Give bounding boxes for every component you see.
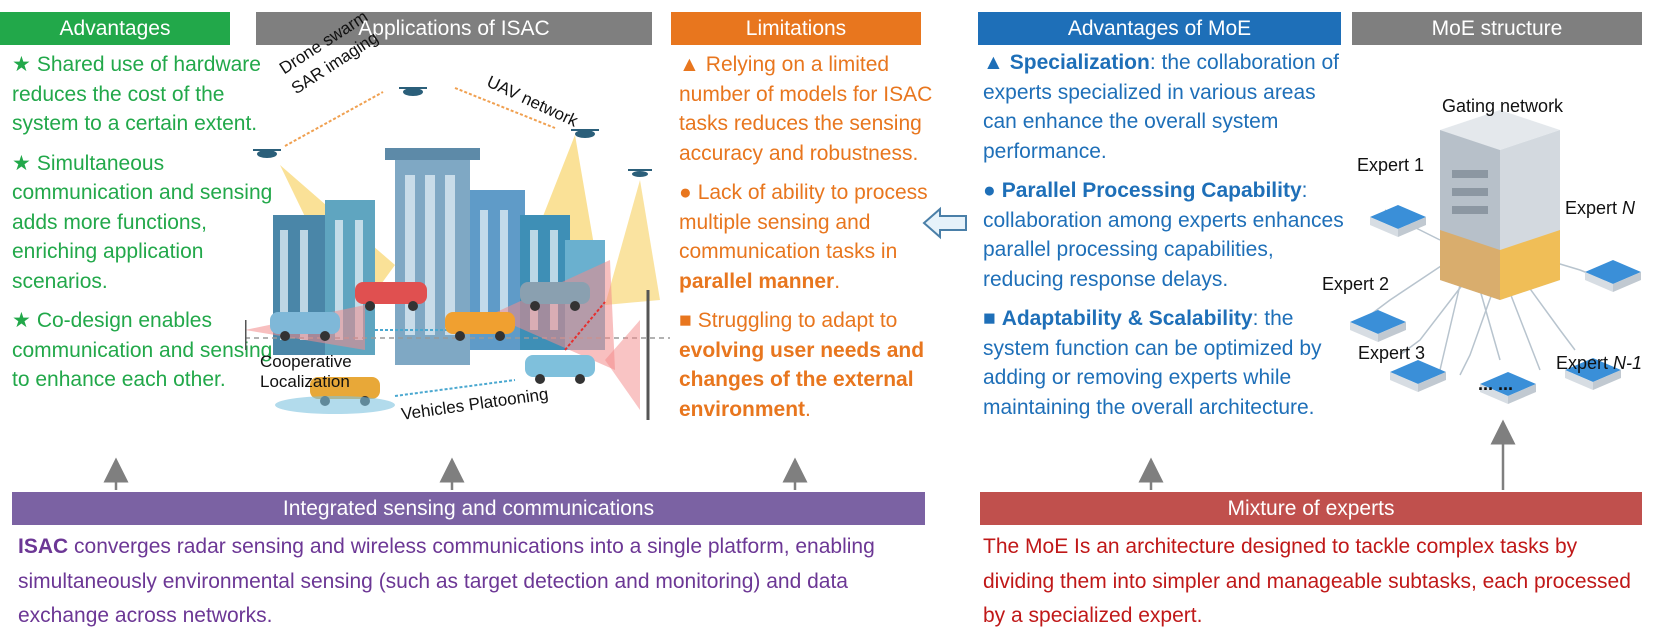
moe-description: The MoE Is an architecture designed to t… [983, 530, 1653, 634]
limitation-item: ●Lack of ability to process multiple sen… [679, 178, 951, 296]
localization-label: Localization [260, 372, 350, 391]
limitation-item: ■Struggling to adapt to evolving user ne… [679, 306, 951, 424]
moe-structure-header: MoE structure [1352, 12, 1642, 45]
limitation-emphasis: parallel manner [679, 269, 835, 293]
limitation-text: Struggling to adapt to [697, 309, 898, 332]
applications-header: Applications of ISAC [256, 12, 652, 45]
isac-description: ISAC converges radar sensing and wireles… [18, 530, 918, 634]
expert-n-1-index: N-1 [1613, 353, 1643, 373]
moe-advantage-item: ▲Specialization: the collaboration of ex… [983, 48, 1355, 166]
moe-advantage-text: : collaboration among experts enhances p… [983, 179, 1344, 291]
isac-applications-illustration [245, 87, 670, 420]
circle-icon: ● [679, 181, 692, 204]
limitations-header: Limitations [671, 12, 921, 45]
isac-header: Integrated sensing and communications [12, 492, 925, 525]
advantage-text: Shared use of hardware reduces the cost … [12, 53, 261, 135]
advantages-header: Advantages [0, 12, 230, 45]
left-arrow-icon [922, 206, 967, 240]
advantages-list: ★Shared use of hardware reduces the cost… [12, 50, 274, 405]
limitations-list: ▲Relying on a limited number of models f… [679, 50, 951, 434]
moe-structure-illustration [1350, 110, 1641, 404]
moe-advantage-title: Specialization [1009, 51, 1150, 74]
limitation-text: Lack of ability to process multiple sens… [679, 181, 928, 263]
moe-advantage-title: Adaptability & Scalability [1001, 307, 1253, 330]
circle-icon: ● [983, 179, 996, 202]
star-icon: ★ [12, 151, 31, 175]
moe-advantages-header: Advantages of MoE [978, 12, 1341, 45]
expert-n-index: N [1622, 198, 1636, 218]
moe-advantage-item: ●Parallel Processing Capability: collabo… [983, 176, 1355, 294]
square-icon: ■ [679, 309, 692, 332]
experts-ellipsis: ... ... [1478, 374, 1514, 394]
advantage-item: ★Shared use of hardware reduces the cost… [12, 50, 274, 139]
advantage-item: ★Simultaneous communication and sensing … [12, 149, 274, 297]
star-icon: ★ [12, 309, 31, 332]
expert-1-label: Expert 1 [1357, 155, 1425, 175]
gating-network-label: Gating network [1442, 96, 1564, 116]
advantage-item: ★Co-design enables communication and sen… [12, 306, 274, 395]
isac-body: converges radar sensing and wireless com… [18, 535, 875, 627]
moe-body: The MoE Is an architecture designed to t… [983, 535, 1631, 627]
moe-header: Mixture of experts [980, 492, 1642, 525]
square-icon: ■ [983, 307, 996, 330]
advantage-text: Simultaneous communication and sensing a… [12, 151, 273, 293]
expert-n-prefix: Expert [1565, 198, 1623, 218]
star-icon: ★ [12, 53, 31, 76]
limitation-item: ▲Relying on a limited number of models f… [679, 50, 951, 168]
moe-advantage-item: ■Adaptability & Scalability: the system … [983, 304, 1355, 422]
limitation-tail: . [834, 269, 841, 293]
triangle-icon: ▲ [679, 53, 700, 76]
isac-lead: ISAC [18, 535, 69, 558]
limitation-emphasis: evolving user needs and changes of the e… [679, 338, 925, 421]
expert-n-1-label: Expert N-1 [1556, 353, 1642, 374]
expert-3-label: Expert 3 [1358, 343, 1426, 363]
cooperative-label: Cooperative [260, 352, 352, 371]
expert-2-label: Expert 2 [1322, 274, 1390, 294]
limitation-text: Relying on a limited number of models fo… [679, 53, 933, 165]
moe-advantages-list: ▲Specialization: the collaboration of ex… [983, 48, 1355, 432]
advantage-text: Co-design enables communication and sens… [12, 309, 273, 391]
moe-advantage-title: Parallel Processing Capability [1001, 179, 1302, 202]
expert-n-1-prefix: Expert [1556, 353, 1614, 373]
limitation-tail: . [805, 397, 811, 421]
moe-advantage-text: : the collaboration of experts specializ… [983, 51, 1339, 163]
expert-n-label: Expert N [1565, 198, 1635, 219]
moe-advantage-text: : the system function can be optimized b… [983, 307, 1322, 419]
triangle-icon: ▲ [983, 51, 1004, 74]
